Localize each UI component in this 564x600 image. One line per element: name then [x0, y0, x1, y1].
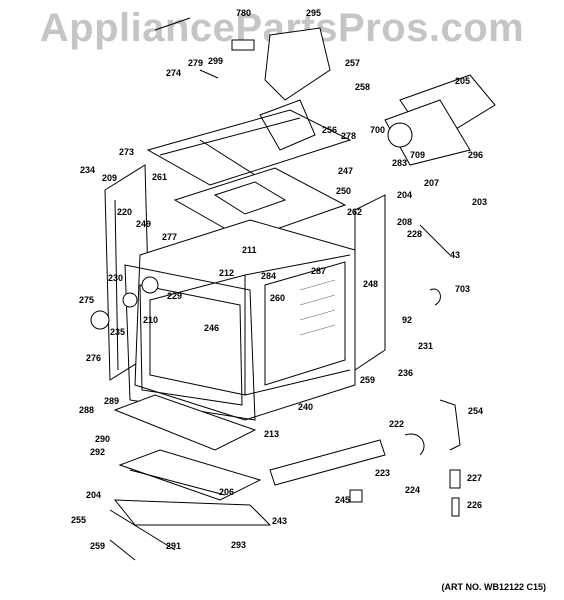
part-label: 229	[167, 291, 182, 301]
right-side-panel	[354, 194, 386, 371]
part-label: 243	[272, 516, 287, 526]
part-label: 289	[104, 396, 119, 406]
part-label: 276	[86, 353, 101, 363]
part-label: 208	[397, 217, 412, 227]
part-label: 259	[360, 375, 375, 385]
part-label: 206	[219, 487, 234, 497]
small-parts	[90, 17, 461, 561]
part-label: 203	[472, 197, 487, 207]
part-label: 235	[110, 327, 125, 337]
part-label: 709	[410, 150, 425, 160]
part-label: 224	[405, 485, 420, 495]
part-label: 236	[398, 368, 413, 378]
part-label: 240	[298, 402, 313, 412]
part-label: 299	[208, 56, 223, 66]
part-label: 211	[242, 245, 257, 255]
part-label: 277	[162, 232, 177, 242]
part-label: 230	[108, 273, 123, 283]
bottom-rail	[109, 499, 272, 551]
part-label: 247	[338, 166, 353, 176]
part-label: 204	[397, 190, 412, 200]
part-label: 278	[341, 131, 356, 141]
cabinet-top-panel	[146, 109, 352, 186]
part-label: 256	[322, 125, 337, 135]
part-label: 226	[467, 500, 482, 510]
part-label: 703	[455, 284, 470, 294]
part-label: 245	[335, 495, 350, 505]
part-label: 255	[71, 515, 86, 525]
part-label: 274	[166, 68, 181, 78]
part-label: 279	[188, 58, 203, 68]
part-label: 207	[424, 178, 439, 188]
art-number: (ART NO. WB12122 C15)	[441, 582, 546, 592]
part-label: 780	[236, 8, 251, 18]
part-label: 296	[468, 150, 483, 160]
part-label: 260	[270, 293, 285, 303]
kickplate	[269, 439, 386, 486]
flue-vent	[259, 27, 331, 151]
part-label: 258	[355, 82, 370, 92]
broiler-drawer	[113, 394, 262, 501]
part-label: 227	[467, 473, 482, 483]
part-label: 234	[80, 165, 95, 175]
part-label: 254	[468, 406, 483, 416]
part-label: 257	[345, 58, 360, 68]
burner-box	[173, 167, 347, 241]
part-label: 290	[95, 434, 110, 444]
part-label: 231	[418, 341, 433, 351]
part-label: 284	[261, 271, 276, 281]
part-label: 43	[450, 250, 460, 260]
part-label: 222	[389, 419, 404, 429]
part-label: 246	[204, 323, 219, 333]
part-label: 283	[392, 158, 407, 168]
part-labels: 780 295 274 279 299 257 258 205 256 278 …	[71, 8, 487, 551]
part-label: 287	[311, 266, 326, 276]
part-label: 205	[455, 76, 470, 86]
part-label: 228	[407, 229, 422, 239]
part-label: 248	[363, 279, 378, 289]
front-frame	[124, 264, 256, 421]
part-label: 262	[347, 207, 362, 217]
part-label: 275	[79, 295, 94, 305]
part-label: 249	[136, 219, 151, 229]
part-label: 92	[402, 315, 412, 325]
part-label: 295	[306, 8, 321, 18]
part-label: 700	[370, 125, 385, 135]
part-label: 223	[375, 468, 390, 478]
part-label: 288	[79, 405, 94, 415]
part-label: 209	[102, 173, 117, 183]
part-label: 259	[90, 541, 105, 551]
part-label: 213	[264, 429, 279, 439]
oven-cavity	[134, 219, 356, 421]
part-label: 291	[166, 541, 181, 551]
part-label: 210	[143, 315, 158, 325]
back-panel	[384, 74, 496, 166]
part-label: 261	[152, 172, 167, 182]
part-label: 204	[86, 490, 101, 500]
part-label: 212	[219, 268, 234, 278]
part-label: 273	[119, 147, 134, 157]
part-label: 220	[117, 207, 132, 217]
part-label: 293	[231, 540, 246, 550]
part-label: 250	[336, 186, 351, 196]
part-label: 292	[90, 447, 105, 457]
